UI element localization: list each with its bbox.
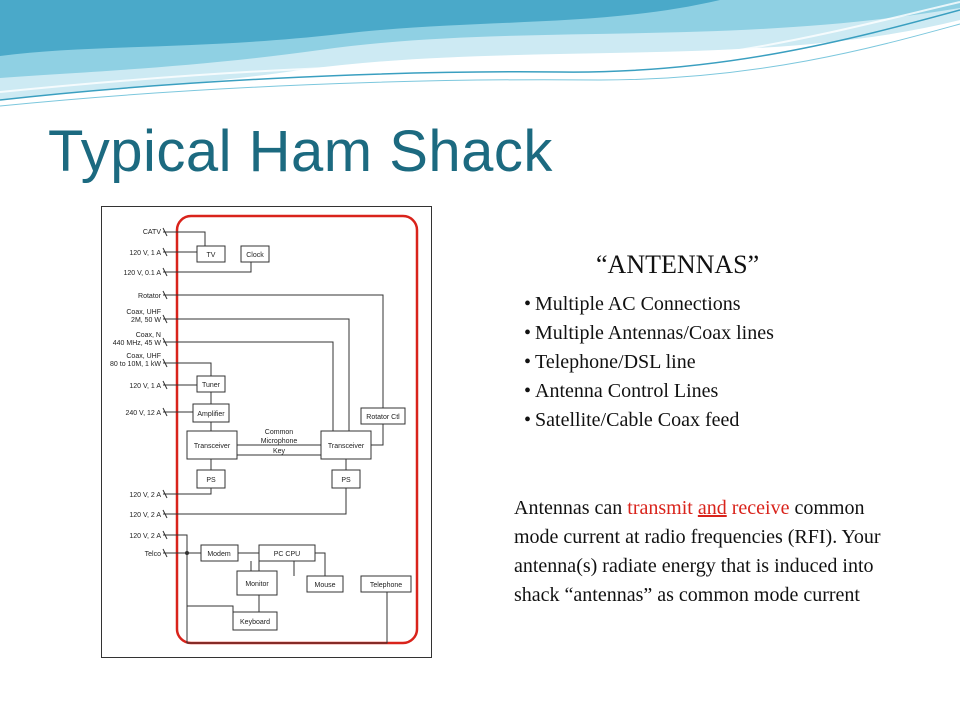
transceiver2-label: Transceiver [328, 443, 365, 450]
key-label: Key [273, 448, 286, 455]
telephone-label: Telephone [370, 582, 402, 589]
label-coax-n-b: 440 MHz, 45 W [113, 340, 162, 347]
header-wave-decoration [0, 0, 960, 107]
transceiver2-box [320, 430, 372, 460]
amplifier-box [192, 403, 230, 423]
pc-cpu-label: PC CPU [274, 551, 300, 558]
label-ac4: 120 V, 2 A [129, 512, 161, 519]
antennas-bullet-list: •Multiple AC Connections •Multiple Anten… [524, 290, 774, 435]
label-ac5: 120 V, 2 A [129, 533, 161, 540]
ps1-box [196, 469, 226, 489]
telephone-box [360, 575, 412, 593]
label-rotator: Rotator [138, 293, 162, 300]
bullet-item: •Satellite/Cable Coax feed [524, 409, 740, 431]
wiring [163, 231, 388, 644]
pc-cpu-box [258, 544, 316, 562]
label-ac1: 120 V, 1 A [129, 250, 161, 257]
label-ac3: 120 V, 2 A [129, 492, 161, 499]
rotator-ctl-box [360, 407, 406, 425]
and-word: and [697, 497, 727, 519]
ps2-label: PS [341, 477, 351, 484]
mouse-label: Mouse [314, 582, 335, 589]
antennas-heading: “ANTENNAS” [596, 250, 760, 279]
label-coax-uhf-2a: Coax, UHF [126, 353, 161, 360]
common-label: Common [265, 429, 294, 436]
bullet-item: •Telephone/DSL line [524, 351, 696, 373]
ps2-box [331, 469, 361, 489]
rfi-explanation: Antennas can transmit and receive common… [514, 497, 881, 606]
keyboard-label: Keyboard [240, 619, 270, 626]
microphone-label: Microphone [261, 438, 298, 445]
slide-title: Typical Ham Shack [48, 119, 553, 184]
ps1-label: PS [206, 477, 216, 484]
label-catv: CATV [143, 229, 161, 236]
tv-label: TV [207, 252, 216, 259]
modem-label: Modem [207, 551, 231, 558]
transmit-word: transmit [627, 497, 693, 519]
amplifier-label: Amplifier [197, 411, 225, 418]
bullet-item: •Antenna Control Lines [524, 380, 719, 402]
clock-box [240, 245, 270, 263]
tuner-box [196, 375, 226, 393]
bullet-item: •Multiple AC Connections [524, 293, 741, 315]
monitor-box [236, 570, 278, 596]
label-coax-uhf-2b: 80 to 10M, 1 kW [110, 361, 161, 368]
keyboard-box [232, 611, 278, 631]
label-coax-n-a: Coax, N [136, 332, 161, 339]
label-ac240: 240 V, 12 A [125, 410, 161, 417]
transceiver1-box [186, 430, 238, 460]
rotator-ctl-label: Rotator Ctl [366, 414, 400, 421]
mouse-box [306, 575, 344, 593]
tv-box [196, 245, 226, 263]
ham-shack-diagram: CATV 120 V, 1 A 120 V, 0.1 A Rotator Coa… [101, 206, 432, 658]
monitor-label: Monitor [245, 581, 269, 588]
receive-word: receive [731, 497, 790, 519]
label-ac01: 120 V, 0.1 A [124, 270, 162, 277]
modem-box [200, 544, 239, 562]
label-coax-uhf-1b: 2M, 50 W [131, 317, 161, 324]
tuner-label: Tuner [202, 382, 221, 389]
label-coax-uhf-1a: Coax, UHF [126, 309, 161, 316]
clock-label: Clock [246, 252, 264, 259]
label-ac2: 120 V, 1 A [129, 383, 161, 390]
label-telco: Telco [145, 551, 161, 558]
bullet-item: •Multiple Antennas/Coax lines [524, 322, 774, 344]
transceiver1-label: Transceiver [194, 443, 231, 450]
